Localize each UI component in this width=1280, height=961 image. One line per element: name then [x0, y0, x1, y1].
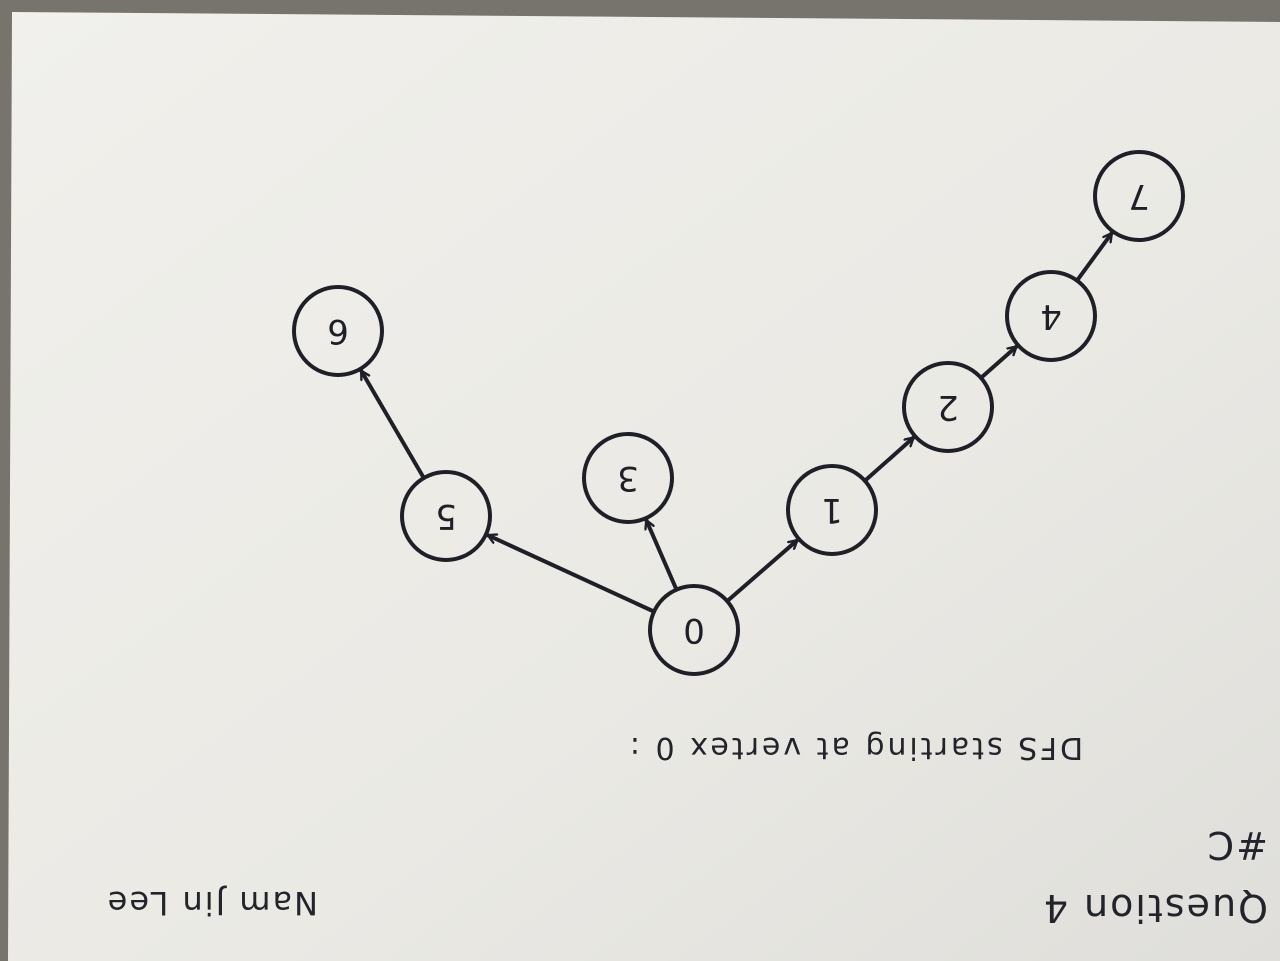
paper-sheet: [8, 12, 1280, 961]
graph-nodes: 0 1 2 3 4 5 6 7: [292, 150, 1185, 676]
node-label: 2: [937, 387, 959, 427]
node-label: 3: [617, 458, 639, 498]
node-label: 1: [821, 490, 843, 530]
edge-n4-n7: [1075, 231, 1114, 283]
graph-node-7: 7: [1093, 150, 1185, 242]
question-part: #C: [1206, 823, 1268, 867]
edge-n0-n5: [485, 533, 657, 614]
student-name: Nam Jin Lee: [106, 884, 318, 922]
edge-n0-n3: [646, 518, 679, 592]
node-circle: [648, 584, 740, 676]
edge-n2-n4: [978, 344, 1019, 380]
graph-node-1: 1: [786, 464, 878, 556]
edge-n5-n6: [359, 368, 426, 481]
node-label: 4: [1040, 296, 1062, 336]
node-circle: [786, 464, 878, 556]
node-label: 5: [435, 496, 457, 536]
graph-node-3: 3: [582, 432, 674, 524]
node-circle: [902, 361, 994, 453]
edge-n0-n1: [725, 538, 800, 604]
node-circle: [1093, 150, 1185, 242]
graph-edges: [359, 231, 1114, 614]
caption-text: DFS starting at vertex 0 :: [627, 730, 1083, 765]
graph-node-6: 6: [292, 285, 384, 377]
node-circle: [582, 432, 674, 524]
node-circle: [400, 470, 492, 562]
node-label: 0: [683, 610, 705, 650]
graph-node-0: 0: [648, 584, 740, 676]
edge-n1-n2: [862, 435, 916, 483]
graph-node-2: 2: [902, 361, 994, 453]
node-circle: [292, 285, 384, 377]
graph-node-4: 4: [1005, 270, 1097, 362]
question-title: Question 4: [1042, 886, 1268, 930]
node-label: 7: [1128, 176, 1150, 216]
node-circle: [1005, 270, 1097, 362]
node-label: 6: [327, 311, 349, 351]
graph-node-5: 5: [400, 470, 492, 562]
